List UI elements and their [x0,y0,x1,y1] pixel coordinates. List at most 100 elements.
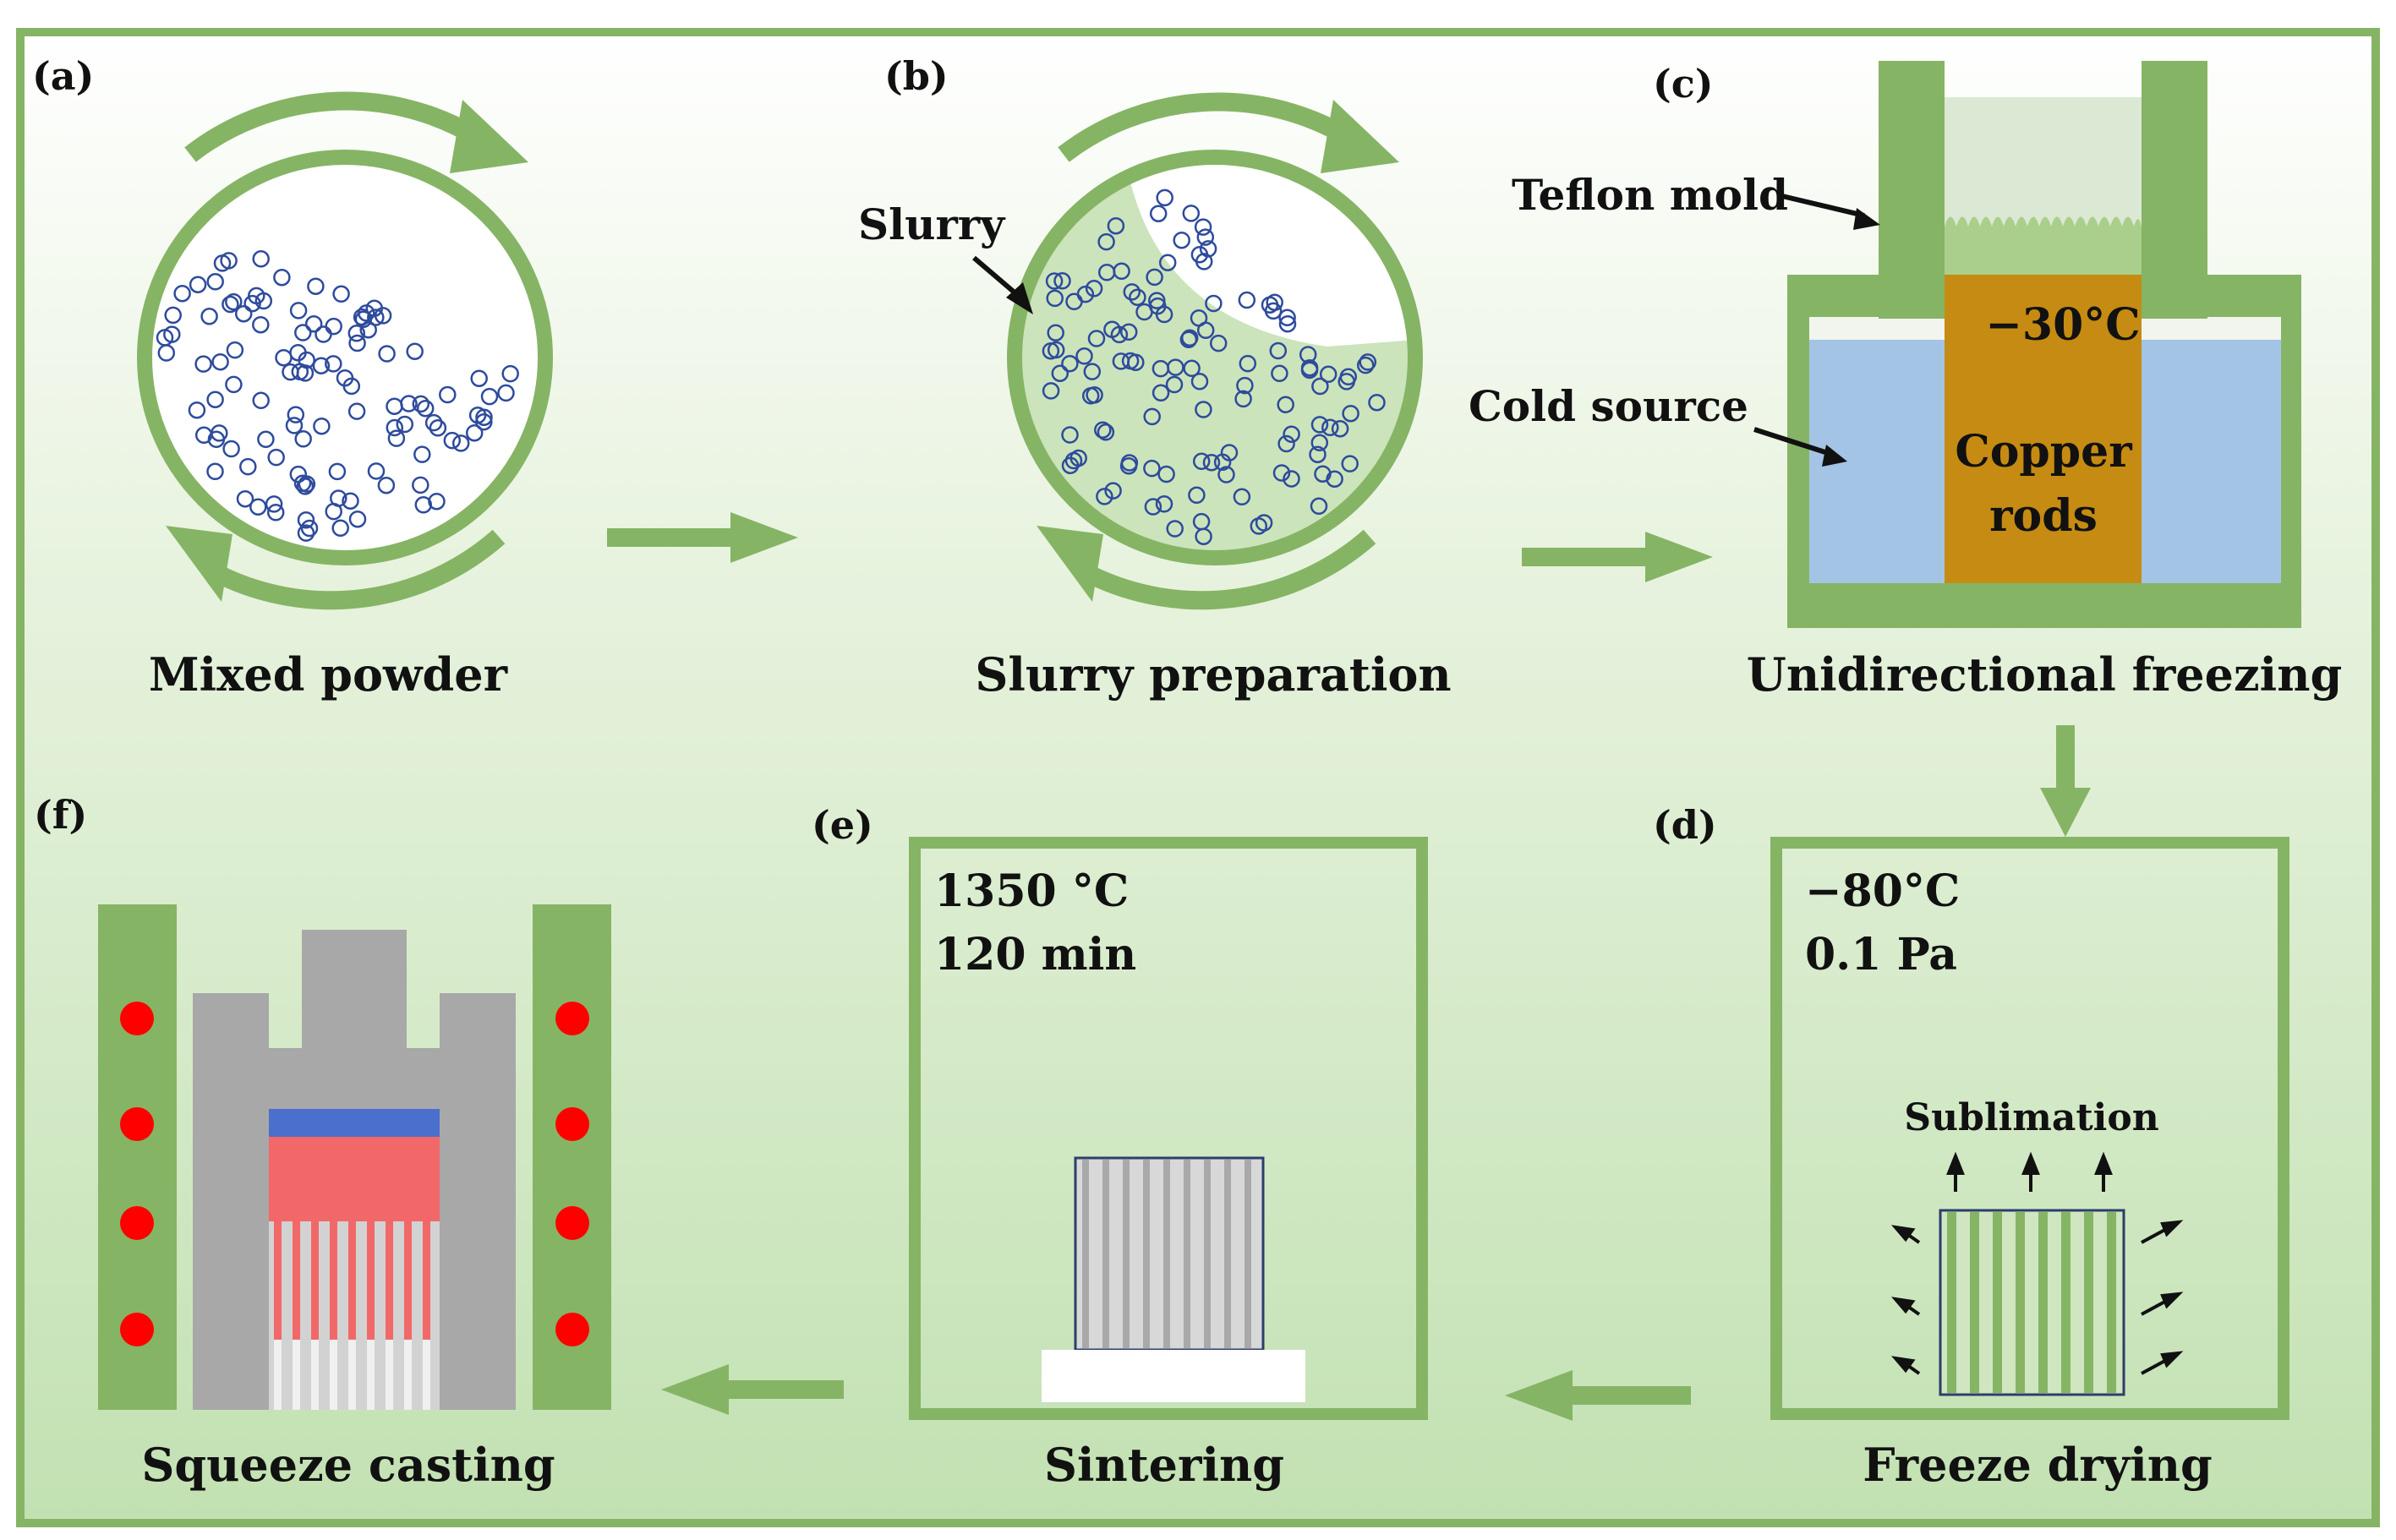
empty-channel [293,1340,300,1410]
slurry-particle [1283,425,1300,443]
powder-particle [414,496,433,514]
powder-particle [273,268,291,287]
powder-particle [252,315,270,334]
slurry-particle [1110,325,1129,344]
heating-elements [120,1002,589,1346]
powder-particle [156,329,174,347]
powder-particle [413,445,431,463]
powder-particle [315,325,332,343]
ice-lamella [2016,1212,2025,1393]
powder-particle [342,492,359,510]
powder-particle [412,476,429,494]
slurry-particle [1051,364,1069,382]
slurry-particle [1158,254,1177,271]
powder-particle [313,417,331,435]
slurry-label: Slurry [858,199,1006,249]
powder-particle [225,292,243,311]
panel-d: (d) −80°C 0.1 Pa Sublimation Freeze dryi… [1653,802,2289,1492]
slurry-particle [1272,464,1291,482]
freeze-dryer-temp: −80°C [1805,866,1960,917]
teflon-mold-wall-right [2142,61,2207,319]
rotation-arrow-bottom-a [216,529,506,610]
scaffold-lamella [1204,1160,1211,1348]
slurry-particle [1277,434,1295,453]
slurry-particle [1173,231,1190,249]
slurry-particle [1149,297,1167,315]
powder-particle [304,314,323,333]
powder-particle [211,352,229,371]
slurry-particle [1096,488,1113,505]
slurry-particle [1123,283,1141,301]
slurry-particle [1195,527,1212,545]
powder-particle [289,302,308,319]
powder-particle [291,363,309,381]
sintered-scaffold [1074,1156,1265,1352]
melt-channel [330,1221,337,1340]
powder-particle [416,399,435,418]
powder-particle [348,510,367,528]
powder-particle [249,498,267,516]
slurry-particle [1331,419,1349,438]
slurry-particle [1085,280,1103,298]
ice-crystal-front [1945,216,2142,275]
empty-channel [404,1340,412,1410]
slurry-particle [1083,363,1102,380]
empty-channel [423,1340,430,1410]
panel-e: (e) 1350 °C 120 min Sintering [812,802,1428,1492]
slurry-particle [1065,292,1083,311]
powder-particle [296,478,315,495]
powder-particle [386,418,404,437]
powder-particle [470,369,488,387]
caption-sintering: Sintering [1044,1438,1284,1492]
panel-a: (a) Mixed powder [32,53,553,702]
slurry-particle [1195,401,1212,418]
powder-particle [429,419,447,437]
powder-particle [312,357,331,374]
powder-particle [267,448,285,467]
slurry-particle [1104,482,1122,500]
frozen-sample [1939,1209,2125,1396]
powder-particle [325,502,342,521]
empty-channel [311,1340,319,1410]
powder-particles-a [156,250,519,542]
melt-channel [293,1221,300,1340]
ice-lamella [2084,1212,2093,1393]
cold-source-pointer-head [1822,445,1847,467]
scaffold-lamella [1163,1160,1170,1348]
slurry-particle [1087,330,1106,347]
slurry-particle [1269,341,1288,360]
slurry-particle [1299,346,1317,363]
freeze-dryer-chamber [1770,837,2289,1420]
slurry-particle [1192,452,1211,471]
caption-unidirectional-freezing: Unidirectional freezing [1747,647,2342,702]
slurry-particle [1255,514,1273,532]
rotation-arrow-top-b [1058,92,1349,162]
slurry-particle [1194,218,1212,236]
powder-particle [252,391,270,410]
scaffold-lamella [1184,1160,1190,1348]
powder-particle [194,355,212,373]
ice-lamella [1947,1212,1956,1393]
sintering-temp: 1350 °C [934,866,1129,917]
powder-particle [412,395,430,413]
panel-b-letter: (b) [884,53,949,99]
powder-particle [497,384,515,402]
ice-lamella [2061,1212,2071,1393]
powder-particle [331,519,349,538]
slurry-particle [1283,470,1300,488]
powder-particle [164,306,182,325]
powder-particle [294,324,312,341]
slurry-particle [1069,449,1087,467]
caption-freeze-drying: Freeze drying [1863,1438,2213,1492]
molten-metal [269,1137,440,1221]
slurry-particle [1042,382,1060,400]
powder-particle [257,430,275,449]
slurry-particle [1143,459,1161,478]
powder-particle [501,364,519,383]
panel-c-letter: (c) [1653,61,1714,106]
slurry-particle [1195,253,1213,270]
slurry-particle [1321,418,1339,437]
melt-channel [423,1221,430,1340]
powder-particle [400,395,418,412]
